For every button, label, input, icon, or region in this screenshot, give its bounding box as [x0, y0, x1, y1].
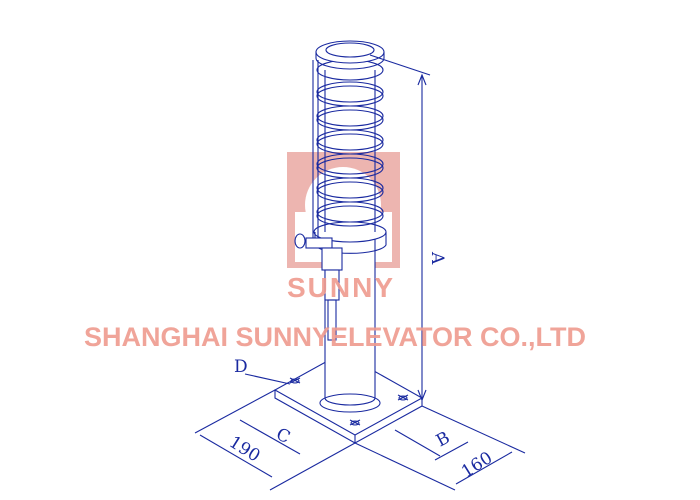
dimension-c-label: C — [273, 424, 293, 448]
watermark-company: SHANGHAI SUNNYELEVATOR CO.,LTD — [84, 322, 587, 352]
dimension-a-label: A — [427, 251, 447, 265]
dimension-160-label: 160 — [458, 448, 496, 482]
dimension-d-label: D — [234, 357, 248, 377]
watermark-brand: SUNNY — [287, 272, 396, 303]
limit-switch — [294, 60, 343, 341]
dimension-lines — [194, 54, 526, 491]
dimension-b-label: B — [433, 428, 453, 452]
spring — [313, 40, 387, 254]
